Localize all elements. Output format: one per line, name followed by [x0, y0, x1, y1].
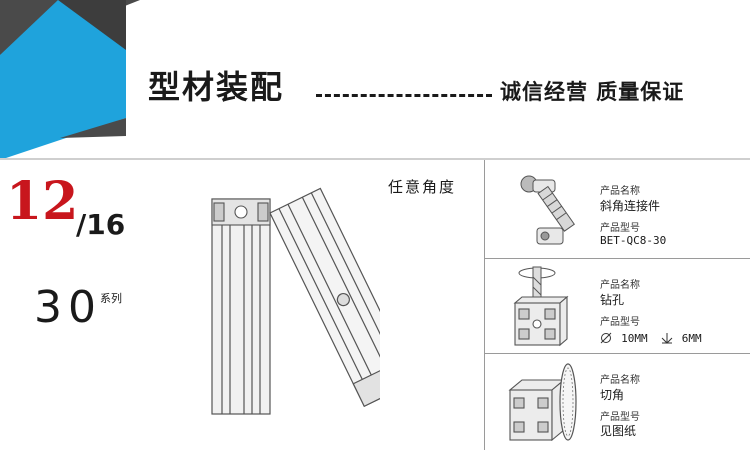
spec-name: 钻孔: [600, 293, 625, 307]
spec-model: 见图纸: [600, 424, 637, 438]
cutting-image: [508, 363, 577, 442]
page-number: 12: [6, 171, 79, 232]
drill-diameter: 10MM: [621, 332, 648, 345]
series-label: 系列: [100, 292, 122, 305]
series-number: 30: [34, 282, 102, 333]
slogan-dash-line: [316, 94, 492, 97]
spec-model: BET-QC8-30: [600, 234, 667, 247]
spec-name-label: 产品名称: [600, 375, 640, 386]
spec-name: 切角: [600, 388, 625, 402]
angle-connector-image: [520, 175, 575, 245]
corner-decoration: [0, 0, 140, 160]
drilling-image: [513, 266, 569, 347]
spec-model-label: 产品型号: [600, 317, 640, 328]
slogan: 诚信经营 质量保证: [500, 80, 685, 104]
table-vertical-divider: [484, 160, 485, 450]
profile-assembly-illustration: [211, 187, 380, 415]
page-total: /16: [76, 208, 126, 241]
angle-label: 任意角度: [388, 178, 457, 196]
table-divider: [484, 353, 750, 354]
diameter-icon: [600, 329, 612, 348]
spec-model-label: 产品型号: [600, 412, 640, 423]
spec-model-label: 产品型号: [600, 223, 640, 234]
spec-name: 斜角连接件: [600, 199, 661, 213]
table-divider: [484, 258, 750, 259]
spec-model-row: 10MM 6MM: [600, 328, 702, 345]
page-title: 型材装配: [148, 68, 285, 106]
spec-name-label: 产品名称: [600, 280, 640, 291]
drill-depth: 6MM: [681, 332, 702, 345]
depth-icon: [661, 329, 673, 348]
header-divider: [0, 158, 750, 160]
spec-name-label: 产品名称: [600, 186, 640, 197]
